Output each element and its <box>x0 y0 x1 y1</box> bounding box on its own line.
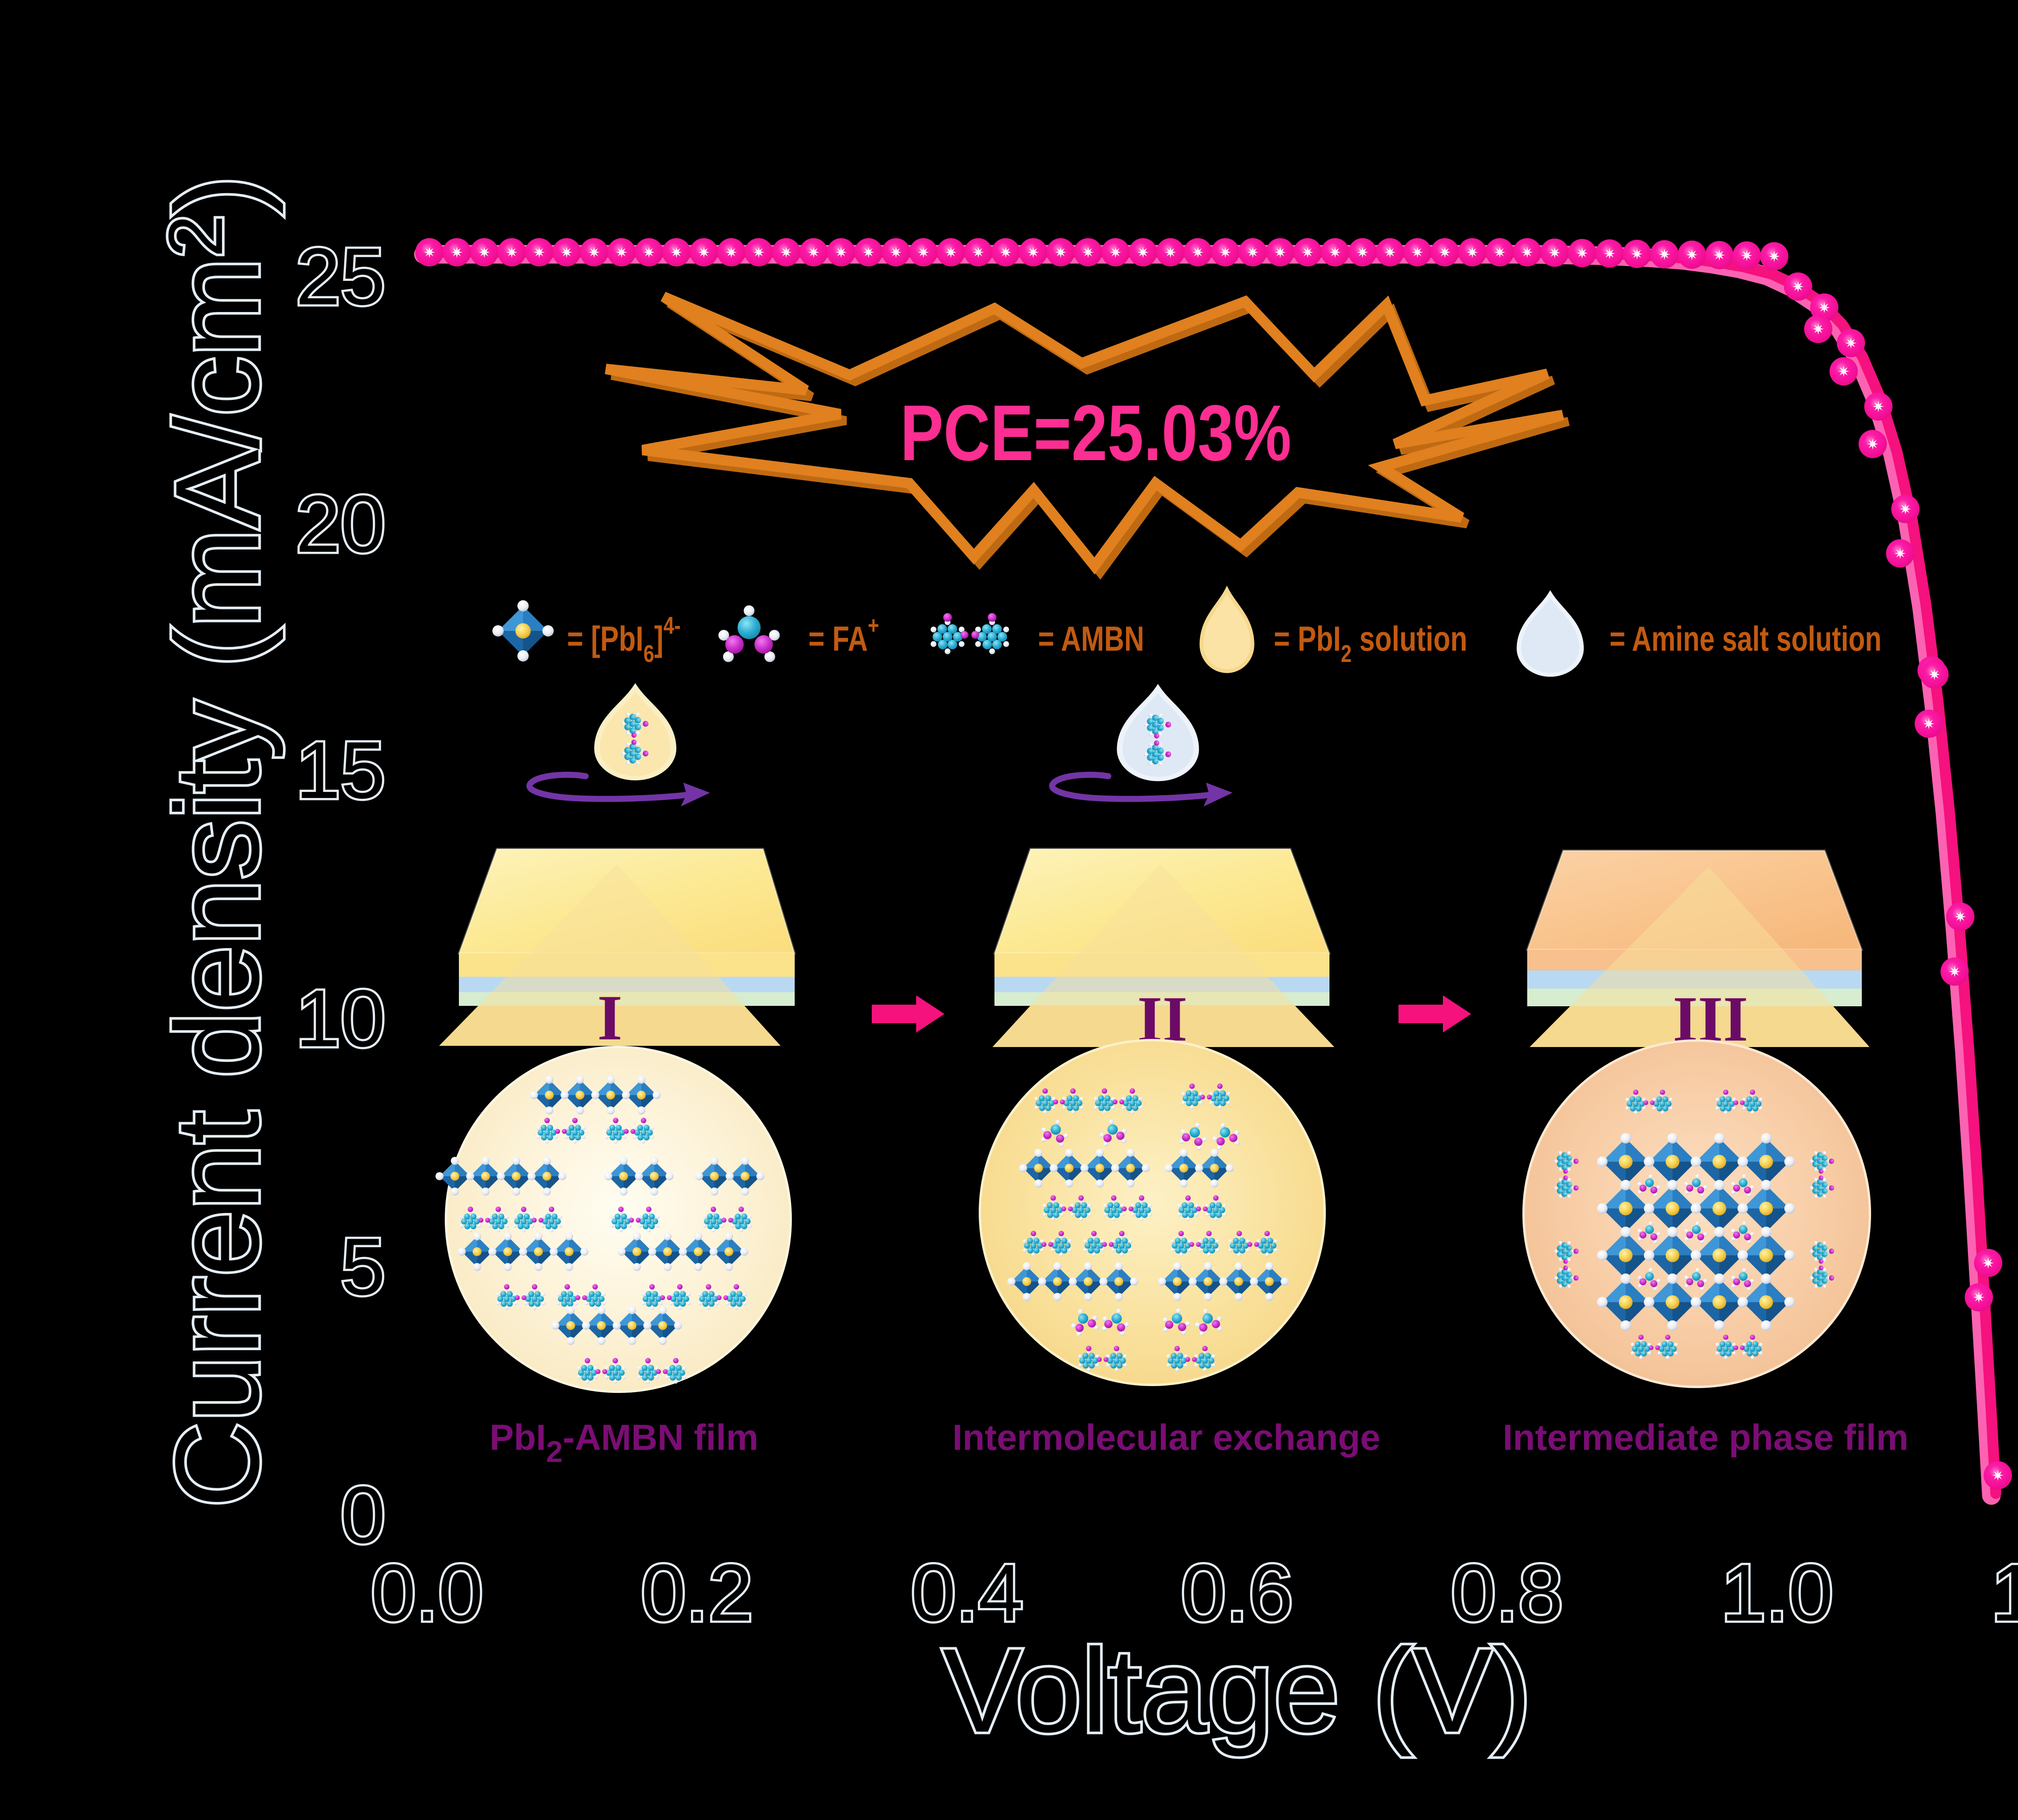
svg-text:Voltage (V): Voltage (V) <box>942 1624 1531 1758</box>
svg-text:20: 20 <box>296 479 385 569</box>
svg-text:I: I <box>597 982 622 1053</box>
svg-text:15: 15 <box>296 725 385 815</box>
svg-text:0.8: 0.8 <box>1451 1548 1563 1638</box>
svg-text:PCE=25.03%: PCE=25.03% <box>900 389 1291 477</box>
svg-text:Intermediate phase film: Intermediate phase film <box>1503 1418 1908 1458</box>
svg-text:0.0: 0.0 <box>371 1548 483 1638</box>
svg-text:0.2: 0.2 <box>641 1548 753 1638</box>
svg-text:Current density (mA/cm2): Current density (mA/cm2) <box>151 175 285 1508</box>
svg-text:5: 5 <box>341 1222 385 1312</box>
svg-text:1.2: 1.2 <box>1991 1548 2018 1638</box>
svg-text:= [PbI6]4-: = [PbI6]4- <box>567 612 680 667</box>
svg-text:= Amine salt solution: = Amine salt solution <box>1610 620 1882 658</box>
svg-text:= FA+: = FA+ <box>808 612 879 658</box>
svg-text:= AMBN: = AMBN <box>1038 620 1144 658</box>
svg-text:0.6: 0.6 <box>1181 1548 1293 1638</box>
svg-text:10: 10 <box>296 974 385 1064</box>
svg-text:1.0: 1.0 <box>1721 1548 1833 1638</box>
svg-text:25: 25 <box>296 232 385 322</box>
svg-text:0.4: 0.4 <box>911 1548 1023 1638</box>
svg-text:0: 0 <box>341 1470 385 1560</box>
svg-text:Intermolecular exchange: Intermolecular exchange <box>952 1418 1380 1458</box>
